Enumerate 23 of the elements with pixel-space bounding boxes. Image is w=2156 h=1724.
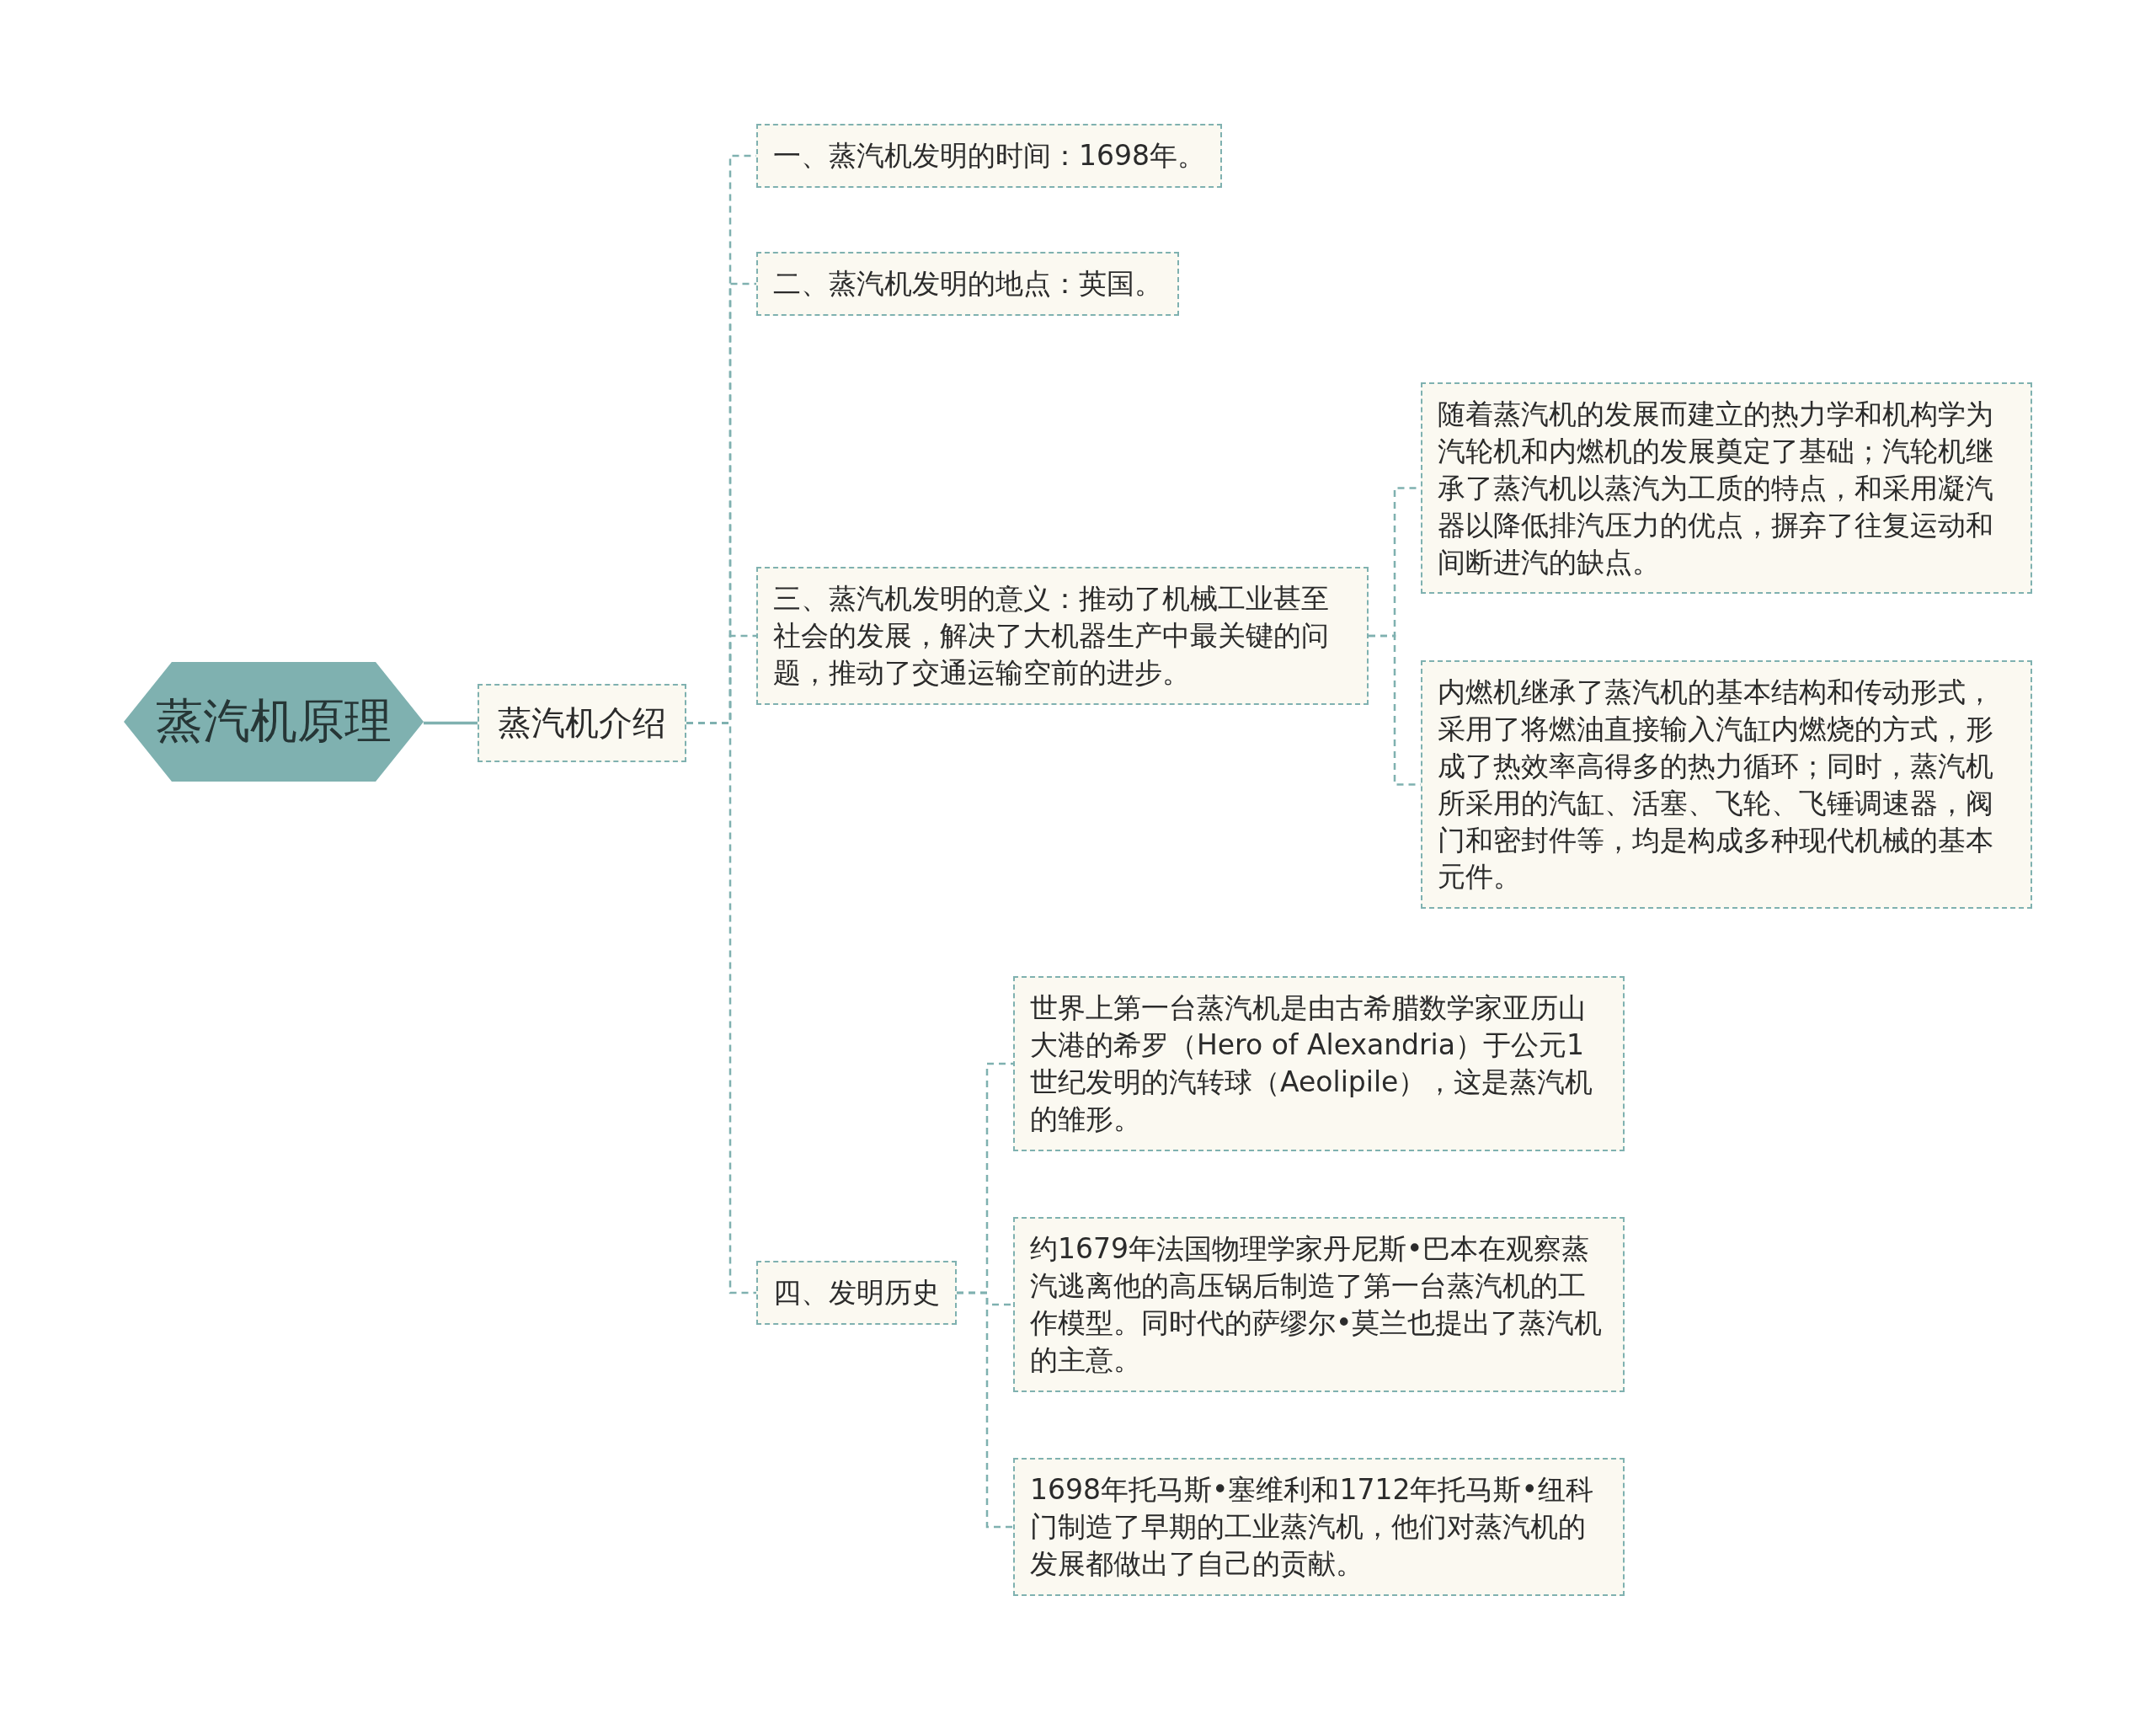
node-text: 四、发明历史 (773, 1275, 940, 1310)
connector-line (957, 1291, 1013, 1529)
node-text: 随着蒸汽机的发展而建立的热力学和机构学为汽轮机和内燃机的发展奠定了基础；汽轮机继承了蒸汽机以蒸汽为工质的特点，和采用凝汽器以降低排汽压力的优点，摒弃了往复运动和间断进汽的缺点。 (1438, 397, 1994, 580)
topic-box (1013, 1458, 1625, 1596)
node-text: 三、蒸汽机发明的意义：推动了机械工业甚至社会的发展，解决了大机器生产中最关键的问题，推动了交通运输空前的进步。 (773, 581, 1330, 691)
topic-box (1421, 382, 2032, 595)
connector-line (424, 721, 478, 725)
topic-box (756, 124, 1222, 188)
topic-box (1421, 660, 2032, 910)
topic-box (1013, 976, 1625, 1151)
node-text: 二、蒸汽机发明的地点：英国。 (773, 266, 1162, 302)
node-text: 约1679年法国物理学家丹尼斯•巴本在观察蒸汽逃离他的高压锅后制造了第一台蒸汽机的工作模型。同时代的萨缪尔•莫兰也提出了蒸汽机的主意。 (1030, 1231, 1604, 1378)
node-text: 蒸汽机原理 (156, 692, 392, 750)
node-text: 一、蒸汽机发明的时间：1698年。 (773, 138, 1205, 173)
node-text: 1698年托马斯•塞维利和1712年托马斯•纽科门制造了早期的工业蒸汽机，他们对蒸汽机的发展都做出了自己的贡献。 (1030, 1472, 1594, 1582)
topic-box (1013, 1217, 1625, 1392)
topic-box (756, 1261, 957, 1325)
topic-box (756, 252, 1179, 316)
topic-box (756, 567, 1369, 705)
node-text: 世界上第一台蒸汽机是由古希腊数学家亚历山大港的希罗（Hero of Alexandria）于公元1世纪发明的汽转球（Aeolipile），这是蒸汽机的雏形。 (1030, 990, 1594, 1137)
node-text: 内燃机继承了蒸汽机的基本结构和传动形式，采用了将燃油直接输入汽缸内燃烧的方式，形成了热效率高得多的热力循环；同时，蒸汽机所采用的汽缸、活塞、飞轮、飞锤调速器，阀门和密封件等，均是构成多种现代机械的基本元件。 (1438, 675, 1994, 895)
topic-box (478, 684, 686, 763)
node-text: 蒸汽机介绍 (498, 702, 666, 744)
